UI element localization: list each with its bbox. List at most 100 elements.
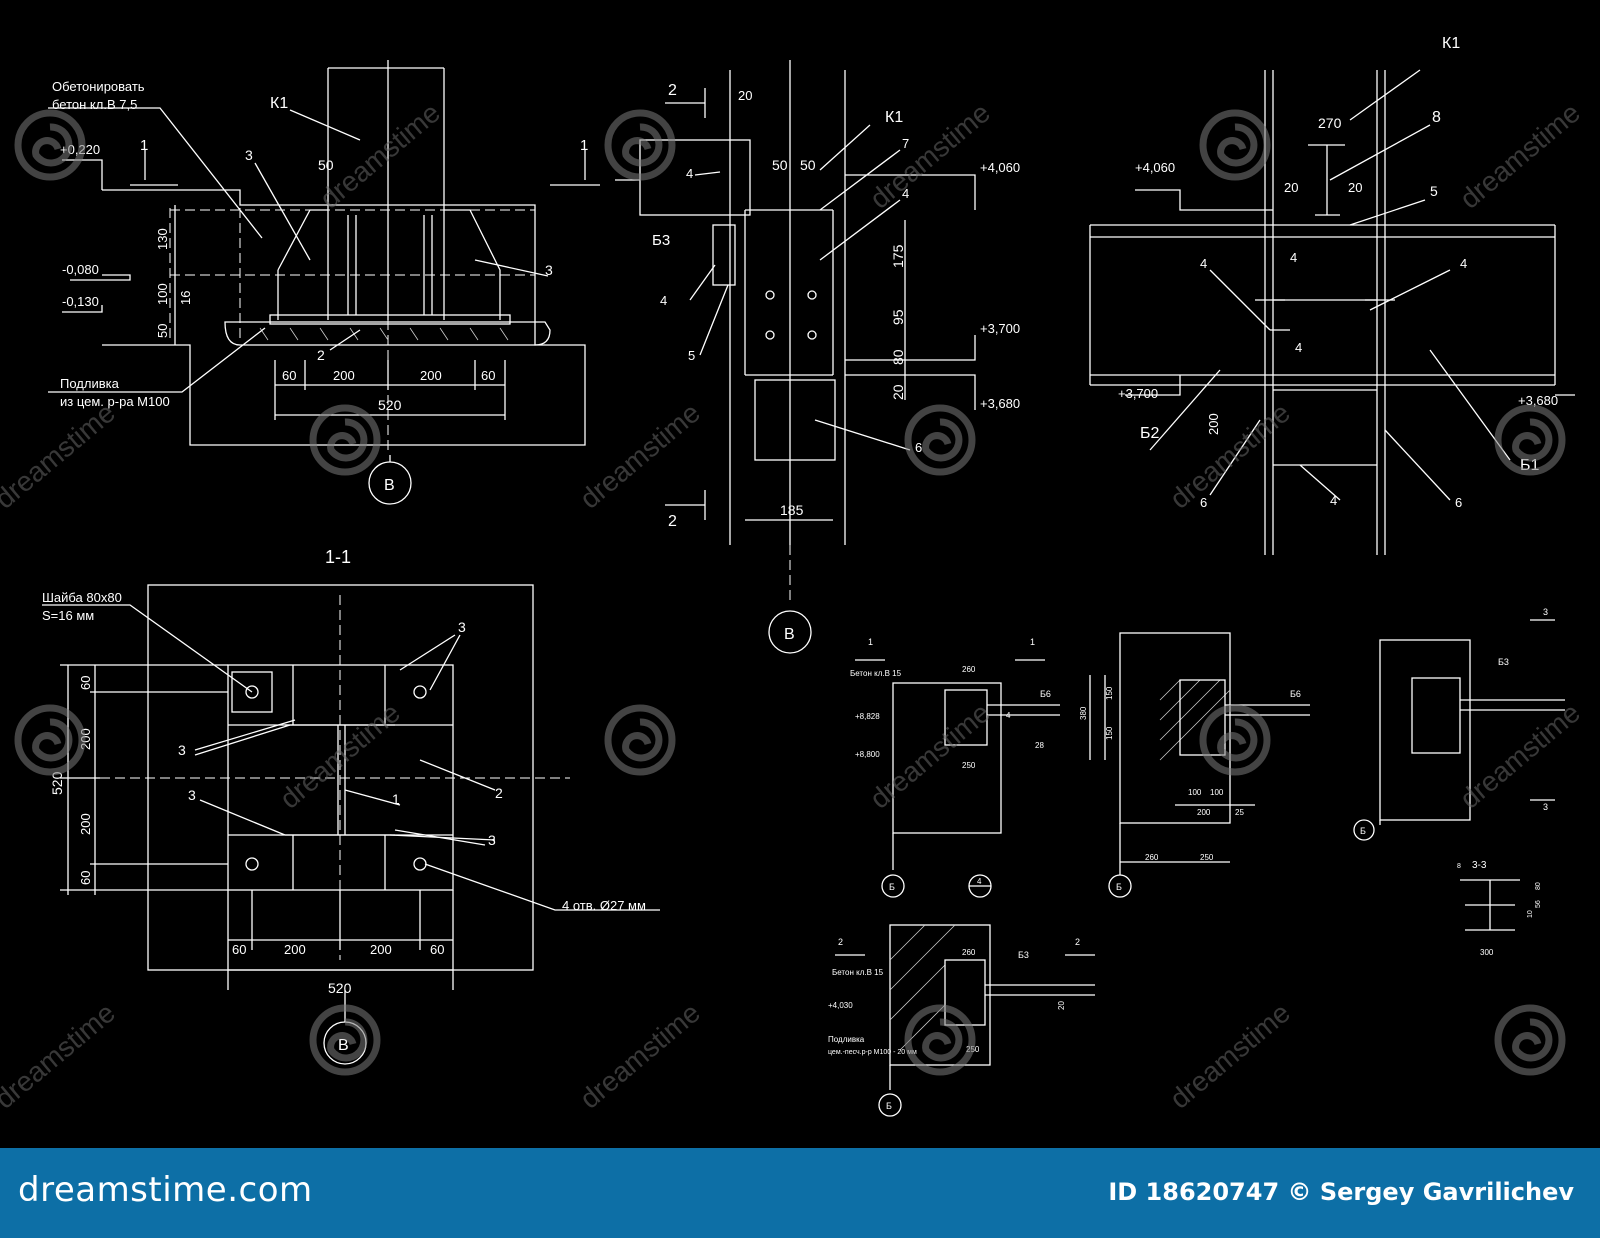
watermark-spiral-icon — [1199, 109, 1271, 181]
pos-4-a: 4 — [686, 166, 693, 181]
beam-b6-1: Б6 — [1040, 689, 1051, 699]
view-b-connection-side: 2 2 К1 20 50 50 +4,060 +3,700 +3,680 4 7… — [615, 60, 1020, 654]
watermark-spiral-icon — [1494, 404, 1566, 476]
note-grout-s1: Подливка — [828, 1035, 865, 1044]
dim-300-33: 300 — [1480, 948, 1494, 957]
section-mark-left: 1 — [140, 137, 148, 154]
dim-20-a: 20 — [1284, 180, 1298, 195]
dim-260-1: 260 — [962, 665, 976, 674]
level-4060-c: +4,060 — [1135, 160, 1175, 175]
dim-150-2a: 150 — [1105, 686, 1114, 700]
section-title-3-3: 3-3 — [1472, 860, 1487, 871]
section-title-1-1: 1-1 — [325, 547, 351, 567]
dim-100-2a: 100 — [1188, 788, 1202, 797]
dim-60-right: 60 — [481, 368, 495, 383]
watermark-text: dreamstime — [864, 97, 996, 215]
axis-b-3: Б — [1360, 826, 1366, 836]
section-mark-right: 1 — [580, 137, 588, 154]
watermark-text: dreamstime — [1454, 697, 1586, 815]
dim-200-c: 200 — [1206, 413, 1221, 435]
pos-4-s1: 4 — [1006, 711, 1011, 720]
axis-b-4: Б — [886, 1101, 892, 1111]
dim-80: 80 — [890, 349, 906, 365]
level-8828: +8,828 — [855, 712, 880, 721]
watermark-text: dreamstime — [1454, 97, 1586, 215]
note-grout-mix: из цем. р-ра М100 — [60, 394, 170, 409]
section-mark-3-top: 3 — [1543, 607, 1548, 617]
watermark-text: dreamstime — [574, 397, 706, 515]
dim-200-left: 200 — [333, 368, 355, 383]
pos-4-mid: 4 — [1290, 250, 1297, 265]
dim-150-2b: 150 — [1105, 726, 1114, 740]
watermark-spiral-icon — [14, 109, 86, 181]
pos-5-c: 5 — [1430, 183, 1438, 199]
pos-3-left: 3 — [245, 147, 253, 163]
pos-6: 6 — [915, 440, 922, 455]
beam-b3-4: Б3 — [1018, 950, 1029, 960]
watermark-spiral-icon — [309, 404, 381, 476]
pos-3-left-upper: 3 — [178, 742, 186, 758]
view-d-section-1-1: 1-1 Шайба 80x80 S=16 мм 3 3 3 3 1 2 4 от… — [42, 547, 660, 1065]
pos-2-d: 2 — [495, 785, 503, 801]
note-holes: 4 отв. Ø27 мм — [562, 898, 646, 913]
note-concrete-encase: Обетонировать — [52, 79, 145, 94]
watermark-text: dreamstime — [1164, 397, 1296, 515]
dim-10-33: 10 — [1527, 910, 1534, 918]
dim-20: 20 — [738, 88, 752, 103]
level-3680: +3,680 — [980, 396, 1020, 411]
dim-100: 100 — [155, 283, 170, 305]
dim-250-2: 250 — [1200, 853, 1214, 862]
level-mid: -0,080 — [62, 262, 99, 277]
dim-260-2: 260 — [1145, 853, 1159, 862]
level-4060: +4,060 — [980, 160, 1020, 175]
axis-b-2: Б — [1116, 882, 1122, 892]
brand-logo-text[interactable]: dreamstime.com — [18, 1170, 313, 1210]
dim-260-4: 260 — [962, 948, 976, 957]
watermark-text: dreamstime — [314, 97, 446, 215]
dim-25-2: 25 — [1235, 808, 1244, 817]
pos-3-top: 3 — [458, 619, 466, 635]
note-washer: Шайба 80x80 — [42, 590, 122, 605]
section-mark-2-s-left: 2 — [838, 937, 843, 947]
axis-42: 4 — [977, 877, 982, 886]
pos-6-left: 6 — [1200, 495, 1207, 510]
dim-50: 50 — [318, 157, 334, 173]
pos-3-right: 3 — [545, 262, 553, 278]
pos-4-center: 4 — [1295, 340, 1302, 355]
beam-b3-s: Б3 — [1498, 657, 1509, 667]
level-4030: +4,030 — [828, 1001, 853, 1010]
dim-60-left: 60 — [282, 368, 296, 383]
note-washer-thickness: S=16 мм — [42, 608, 94, 623]
watermark-spiral-icon — [1494, 1004, 1566, 1076]
dim-60-h-right: 60 — [430, 942, 444, 957]
dim-380: 380 — [1079, 706, 1088, 720]
section-mark-2-bottom: 2 — [668, 513, 677, 530]
note-grout-s2: цем.-песч.р-р М100 - 20 мм — [828, 1049, 917, 1056]
pos-8: 8 — [1432, 109, 1441, 126]
dim-50-b: 50 — [800, 157, 816, 173]
label-column: К1 — [270, 95, 288, 112]
note-concrete-b15-1: Бетон кл.В 15 — [850, 669, 902, 678]
watermark-spiral-icon — [14, 704, 86, 776]
cad-drawing: Обетонировать бетон кл.В 7,5 К1 +0,220 -… — [0, 35, 1586, 1117]
dim-520-horizontal: 520 — [328, 980, 352, 996]
dim-60-vertical-top: 60 — [78, 676, 93, 690]
watermark-text: dreamstime — [864, 697, 996, 815]
dim-200-h-right: 200 — [370, 942, 392, 957]
pos-4-bottom: 4 — [1330, 493, 1337, 508]
beam-b2: Б2 — [1140, 425, 1160, 442]
footer-bar: dreamstime.com ID 18620747 © Sergey Gavr… — [0, 1148, 1600, 1238]
dim-130: 130 — [155, 228, 170, 250]
beam-b6-2: Б6 — [1290, 689, 1301, 699]
beam-b3: Б3 — [652, 232, 670, 249]
note-concrete-b15-2: Бетон кл.В 15 — [832, 968, 884, 977]
view-small-details: Бетон кл.В 15 +8,828 +8,800 260 250 28 Б… — [828, 607, 1565, 1117]
section-mark-1-s-left: 1 — [868, 637, 873, 647]
dim-200-h-left: 200 — [284, 942, 306, 957]
level-3700: +3,700 — [980, 321, 1020, 336]
dim-250-1: 250 — [962, 761, 976, 770]
watermark-layer: dreamstime dreamstime dreamstime dreamst… — [0, 97, 1586, 1115]
dim-50-a: 50 — [772, 157, 788, 173]
section-mark-2-top: 2 — [668, 82, 677, 99]
pos-4-right: 4 — [1460, 256, 1467, 271]
